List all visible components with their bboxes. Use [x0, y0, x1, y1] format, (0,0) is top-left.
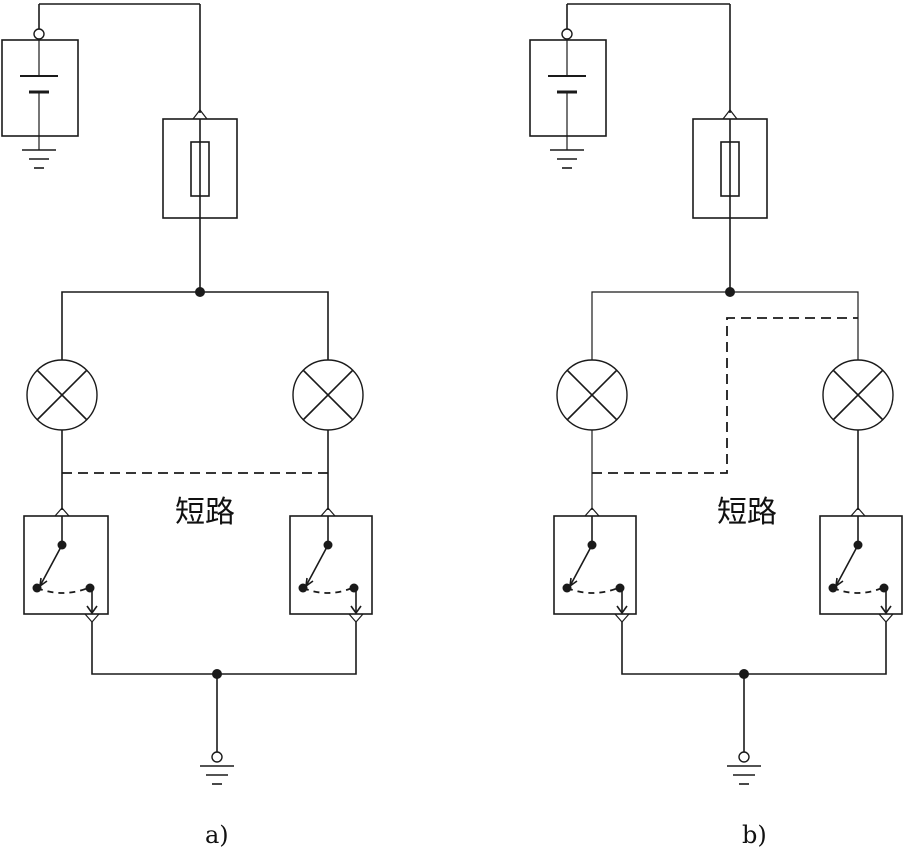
- lamp-symbol-b-right: [822, 359, 894, 431]
- ground-symbol-a-battery: [22, 149, 56, 169]
- short-circuit-label-b: 短路: [717, 495, 777, 530]
- panel-label-a: a): [205, 821, 229, 849]
- short-circuit-path-b: [592, 317, 858, 474]
- short-circuit-label-a: 短路: [175, 495, 235, 530]
- lamp-symbol-a-right: [292, 359, 364, 431]
- fuse-symbol-a: [162, 109, 238, 219]
- ground-symbol-b-battery: [550, 149, 584, 169]
- switch-symbol-a-left: [23, 507, 109, 623]
- lamp-symbol-b-left: [556, 359, 628, 431]
- switch-symbol-a-right: [289, 507, 373, 623]
- ground-symbol-a-main: [200, 765, 234, 785]
- circuit-diagram-b: 短路: [529, 3, 903, 849]
- switch-symbol-b-right: [819, 507, 903, 623]
- panel-label-b: b): [742, 821, 767, 849]
- lamp-symbol-a-left: [26, 359, 98, 431]
- circuit-diagram-a: 短路: [1, 3, 373, 849]
- battery-symbol-a: [1, 3, 200, 150]
- fuse-symbol-b: [692, 109, 768, 219]
- battery-symbol-b: [529, 3, 730, 150]
- ground-symbol-b-main: [727, 765, 761, 785]
- switch-symbol-b-left: [553, 507, 637, 623]
